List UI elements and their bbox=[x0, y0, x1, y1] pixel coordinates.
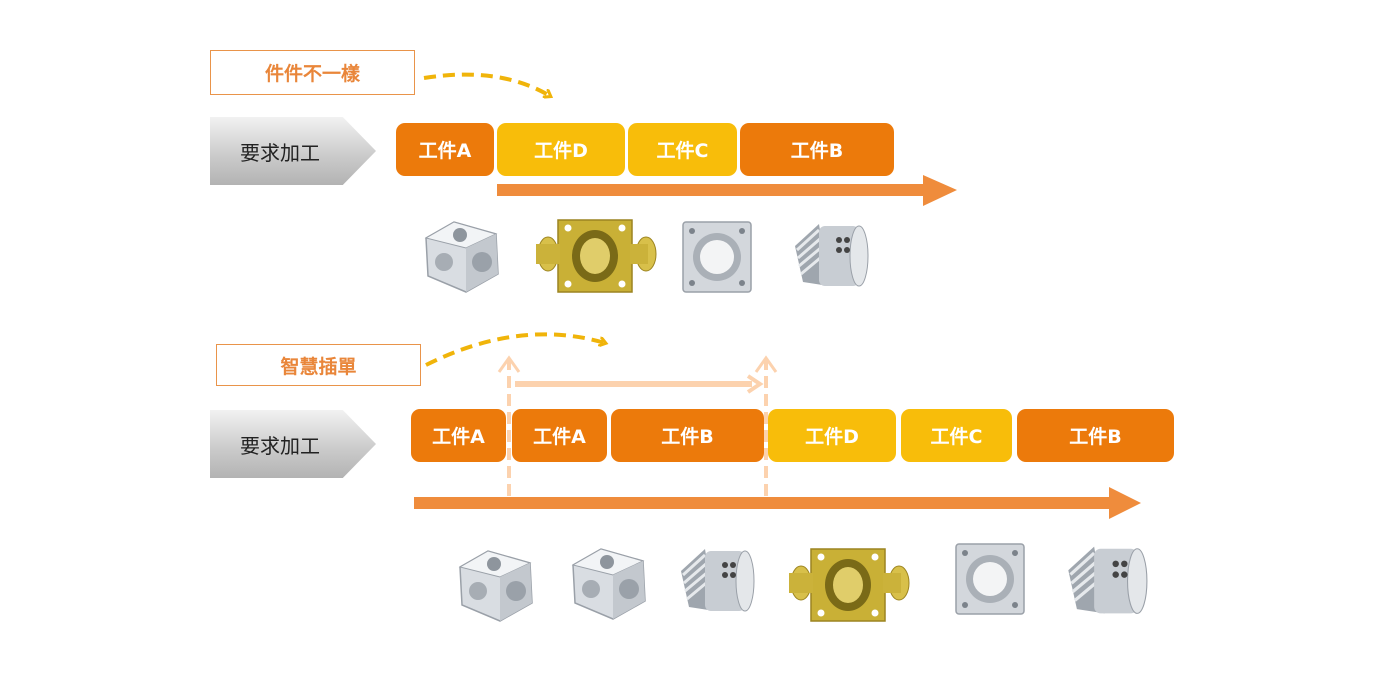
workpiece-block: 工件D bbox=[768, 409, 896, 462]
workpiece-label: 工件C bbox=[656, 140, 709, 162]
brass-flange-icon bbox=[789, 548, 910, 622]
workpiece-block: 工件A bbox=[512, 409, 607, 462]
gear-cylinder-icon bbox=[795, 224, 869, 287]
workpiece-block: 工件B bbox=[740, 123, 894, 176]
timeline-arrow-top bbox=[497, 175, 957, 206]
workpiece-label: 工件B bbox=[661, 426, 714, 448]
workpiece-label: 工件C bbox=[930, 426, 983, 448]
request-processing-arrow-top: 要求加工 bbox=[210, 117, 376, 185]
workpiece-block: 工件C bbox=[901, 409, 1012, 462]
tag-smart-insertion: 智慧插單 bbox=[216, 344, 421, 386]
workpiece-label: 工件A bbox=[432, 426, 485, 448]
workpiece-label: 工件B bbox=[1069, 426, 1122, 448]
workpiece-label: 工件D bbox=[805, 426, 859, 448]
workpiece-block: 工件B bbox=[1017, 409, 1174, 462]
dashed-curve-arrow-bottom bbox=[425, 332, 605, 367]
silver-block-icon bbox=[571, 548, 646, 620]
tag-varied-parts: 件件不一樣 bbox=[210, 50, 415, 95]
workpiece-label: 工件A bbox=[533, 426, 586, 448]
workpiece-block: 工件A bbox=[411, 409, 506, 462]
square-plate-icon bbox=[682, 221, 752, 293]
timeline-arrow-bottom bbox=[414, 487, 1141, 519]
tag-smart-insertion-label: 智慧插單 bbox=[280, 355, 357, 378]
workpiece-block: 工件A bbox=[396, 123, 494, 176]
insertion-markers bbox=[497, 355, 778, 496]
square-plate-icon bbox=[955, 543, 1025, 615]
workpiece-block: 工件B bbox=[611, 409, 764, 462]
gear-cylinder-icon bbox=[681, 549, 755, 612]
tag-varied-parts-label: 件件不一樣 bbox=[264, 63, 360, 85]
brass-flange-icon bbox=[536, 219, 657, 293]
silver-block-icon bbox=[458, 550, 533, 622]
dashed-curve-arrow-top bbox=[423, 72, 550, 96]
silver-block-icon bbox=[424, 221, 499, 293]
workpiece-label: 工件D bbox=[534, 140, 588, 162]
request-processing-label: 要求加工 bbox=[240, 140, 320, 165]
gear-cylinder-icon bbox=[1068, 546, 1148, 614]
workpiece-label: 工件B bbox=[790, 140, 844, 162]
request-processing-label: 要求加工 bbox=[240, 433, 320, 458]
request-processing-arrow-bottom: 要求加工 bbox=[210, 410, 376, 478]
workpiece-block: 工件D bbox=[497, 123, 625, 176]
workpiece-block: 工件C bbox=[628, 123, 737, 176]
workpiece-label: 工件A bbox=[418, 140, 472, 162]
